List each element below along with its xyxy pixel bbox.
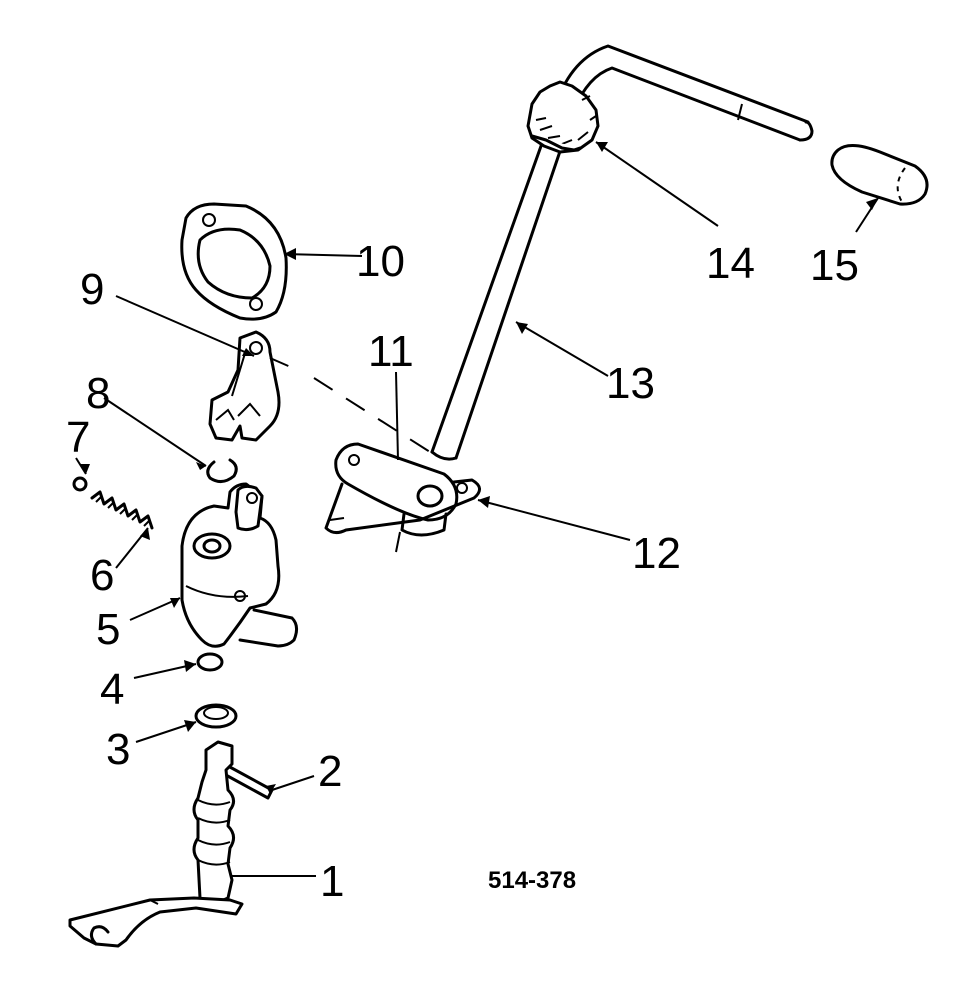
part-7-ball xyxy=(72,476,88,492)
callout-5: 5 xyxy=(96,605,120,654)
part-4-o-ring xyxy=(196,652,224,672)
callout-12: 12 xyxy=(632,529,681,578)
callout-15: 15 xyxy=(810,241,859,290)
part-10-gasket xyxy=(180,202,288,321)
part-15-knob xyxy=(830,144,929,206)
callout-4: 4 xyxy=(100,665,124,714)
part-6-spring xyxy=(90,490,154,530)
callout-labels: 1 2 3 4 5 6 7 8 9 10 11 12 13 14 15 514-… xyxy=(66,237,859,906)
part-14-gear-collar xyxy=(526,80,600,154)
arrowheads xyxy=(80,142,878,794)
callout-11: 11 xyxy=(368,327,414,376)
callout-9: 9 xyxy=(80,265,104,314)
callout-7: 7 xyxy=(66,413,90,462)
callout-10: 10 xyxy=(356,237,405,286)
callout-1: 1 xyxy=(320,857,344,906)
part-12-retaining-spring xyxy=(324,478,481,535)
part-5-housing xyxy=(180,482,299,648)
part-8-circlip xyxy=(206,458,238,483)
part-9-fork xyxy=(208,330,281,442)
part-3-circlip xyxy=(194,703,238,729)
callout-8: 8 xyxy=(86,369,110,418)
callout-14: 14 xyxy=(706,239,755,288)
part-11-lever-arm xyxy=(334,442,459,553)
reference-number: 514-378 xyxy=(488,867,576,894)
callout-3: 3 xyxy=(106,725,130,774)
callout-6: 6 xyxy=(90,551,114,600)
part-1-shaft-lever xyxy=(68,740,244,948)
callout-2: 2 xyxy=(318,747,342,796)
callout-13: 13 xyxy=(606,359,655,408)
